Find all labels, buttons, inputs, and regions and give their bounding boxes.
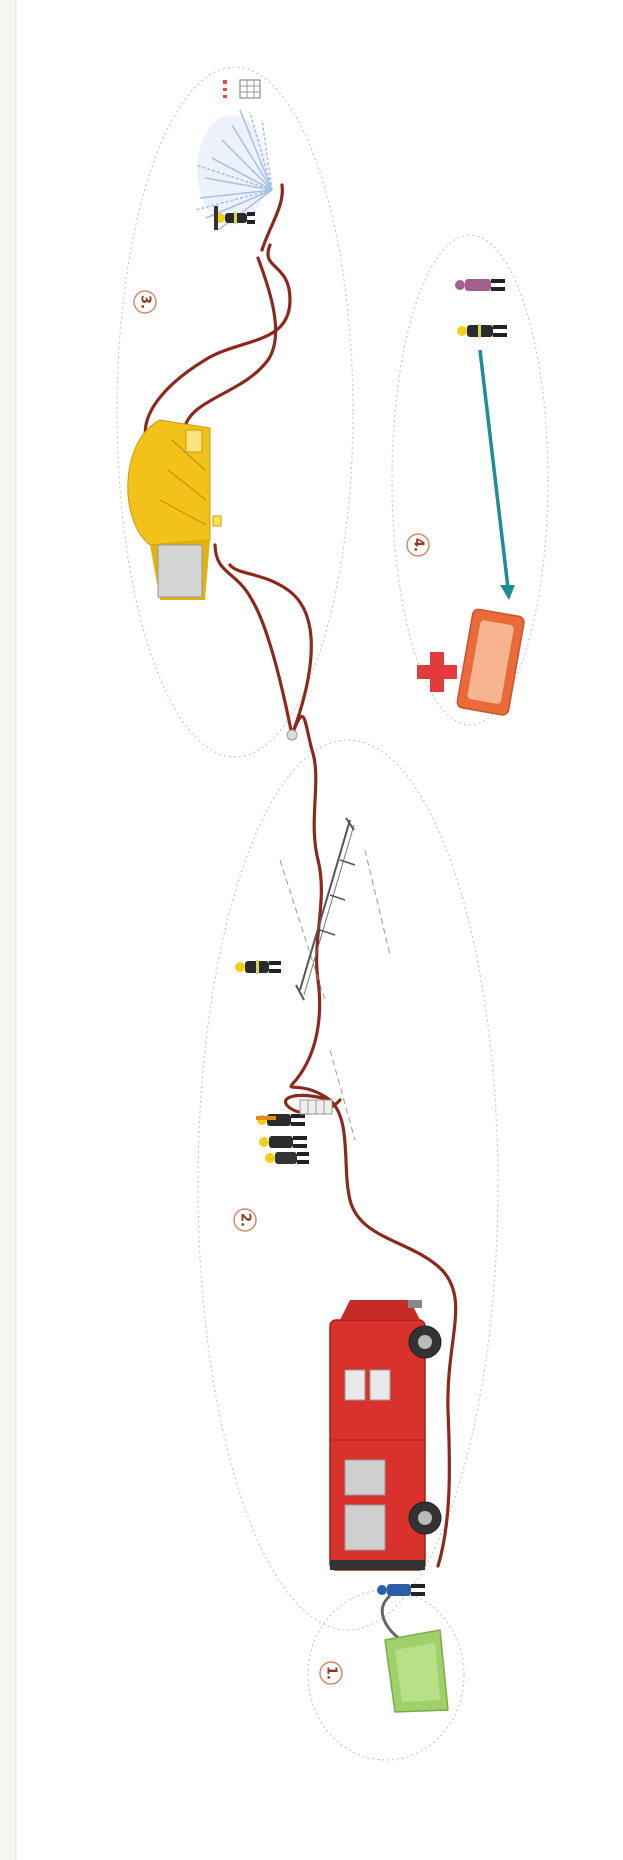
label-1-text: 1.	[324, 1666, 339, 1680]
water-spray-cloud	[197, 115, 267, 225]
firefighter-team-icon	[256, 1114, 309, 1164]
hose-bridge-ramp-icon	[280, 818, 390, 1140]
water-basin-icon	[385, 1630, 448, 1712]
first-aid-cross-icon	[417, 652, 457, 692]
hose-coupling	[287, 730, 297, 740]
label-2: 2.	[234, 1209, 256, 1231]
label-4: 4.	[407, 534, 429, 556]
rescuer-pair-icon	[455, 279, 507, 338]
yellow-dome-tent-icon	[128, 420, 221, 600]
label-3-text: 3.	[138, 295, 153, 309]
stretcher-icon	[456, 608, 525, 716]
label-4-text: 4.	[411, 538, 426, 552]
fire-truck-icon	[330, 1300, 441, 1570]
rescue-arrow-icon	[480, 350, 515, 600]
label-2-text: 2.	[238, 1213, 253, 1227]
firefighter-walking-icon	[235, 960, 281, 974]
label-3: 3.	[134, 291, 156, 313]
traffic-cone-icon	[223, 80, 227, 98]
hose-reel-icon	[300, 1100, 332, 1114]
fire-target-grid-icon	[240, 80, 260, 98]
label-1: 1.	[320, 1662, 342, 1684]
page-left-edge	[0, 0, 16, 1860]
firefighter-suction-icon	[377, 1584, 425, 1596]
